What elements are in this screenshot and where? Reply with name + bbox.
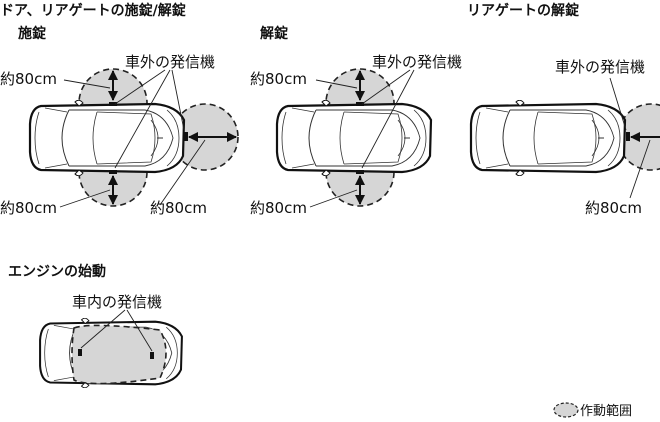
transmitter-icon (109, 102, 117, 106)
exterior-transmitter-label: 車外の発信機 (555, 58, 645, 76)
heading-unlock: 解錠 (260, 25, 289, 42)
transmitter-icon (356, 170, 364, 174)
car-top-view (469, 100, 627, 176)
transmitter-icon (626, 132, 630, 141)
distance-label: 約80cm (150, 199, 207, 217)
transmitter-icon (184, 132, 188, 141)
panel-lock: 約80cm 車外の発信機 約80cm 約80cm (0, 53, 239, 217)
panel-unlock: 約80cm 車外の発信機 約80cm (250, 53, 462, 217)
distance-label: 約80cm (585, 199, 642, 217)
panel-rear-gate-unlock: 車外の発信機 約80cm (469, 58, 660, 217)
heading-rear-gate-unlock: リアゲートの解錠 (467, 2, 580, 19)
distance-label: 約80cm (0, 70, 57, 88)
legend-zone-swatch (553, 402, 579, 418)
transmitter-icon (78, 349, 82, 356)
distance-label: 約80cm (250, 199, 307, 217)
heading-door-lock-unlock: ドア、リアゲートの施錠/解錠 (0, 2, 187, 19)
car-top-view (28, 100, 186, 176)
transmitter-icon (356, 102, 364, 106)
heading-engine-start: エンジンの始動 (8, 263, 106, 280)
distance-label: 約80cm (0, 199, 57, 217)
interior-transmitter-label: 車内の発信機 (72, 293, 162, 311)
transmitter-icon (150, 352, 154, 359)
exterior-transmitter-label: 車外の発信機 (125, 53, 215, 71)
panel-engine-start: 車内の発信機 (38, 293, 184, 388)
legend-operating-range: 作動範囲 (580, 404, 632, 419)
distance-label: 約80cm (250, 70, 307, 88)
transmitter-icon (109, 170, 117, 174)
legend: 作動範囲 (553, 402, 632, 419)
car-top-view (275, 100, 433, 176)
range-zone-cabin (71, 324, 167, 385)
exterior-transmitter-label: 車外の発信機 (372, 53, 462, 71)
heading-lock: 施錠 (18, 25, 47, 42)
